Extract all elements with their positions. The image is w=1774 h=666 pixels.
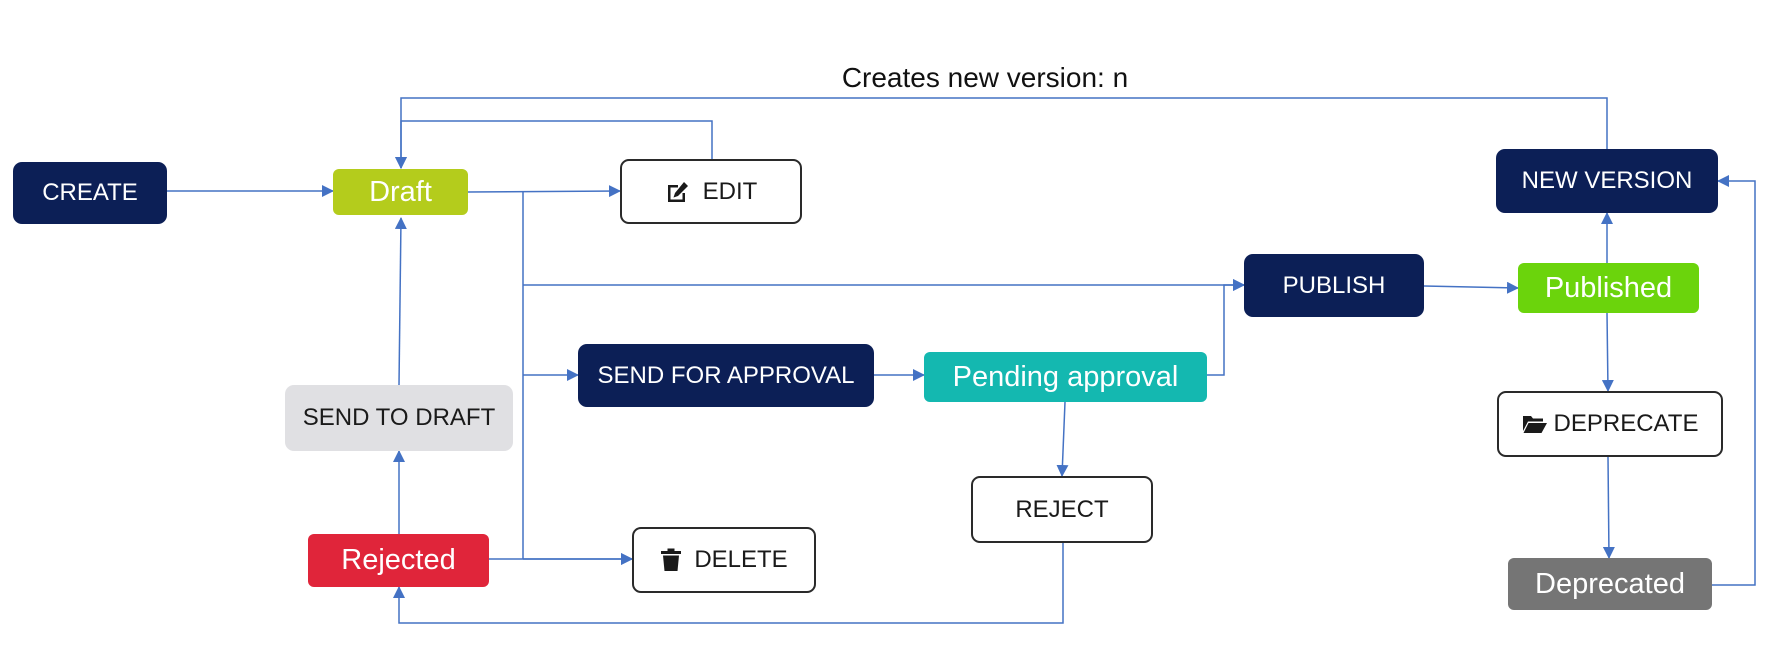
new-version-label: NEW VERSION xyxy=(1521,167,1693,194)
edge-reject-rejected xyxy=(393,543,1064,624)
edge-deprecate-deprecated xyxy=(1602,456,1615,559)
rejected-state: Rejected xyxy=(308,534,489,587)
draft-state: Draft xyxy=(333,169,468,215)
diagram-title: Creates new version: n xyxy=(841,62,1129,93)
delete-label: DELETE xyxy=(694,546,788,573)
edit-icon xyxy=(665,180,691,204)
published-label: Published xyxy=(1544,271,1673,304)
pending-approval-state: Pending approval xyxy=(924,352,1207,402)
rejected-label: Rejected xyxy=(341,544,456,576)
published-state: Published xyxy=(1518,263,1699,313)
folder-open-icon xyxy=(1522,413,1548,435)
deprecate-label: DEPRECATE xyxy=(1553,410,1699,437)
deprecate-action[interactable]: DEPRECATE xyxy=(1497,391,1723,457)
trash-icon xyxy=(660,548,682,572)
send-to-draft-label: SEND TO DRAFT xyxy=(302,404,496,431)
edge-pending-publish xyxy=(1207,279,1245,376)
edge-published-deprecate xyxy=(1601,312,1614,392)
create-action[interactable]: CREATE xyxy=(13,162,167,224)
reject-action[interactable]: REJECT xyxy=(971,476,1153,543)
deprecated-label: Deprecated xyxy=(1535,567,1685,600)
edit-label: EDIT xyxy=(702,177,758,205)
publish-action[interactable]: PUBLISH xyxy=(1244,254,1424,317)
send-to-draft-action[interactable]: SEND TO DRAFT xyxy=(285,385,513,451)
edge-publish-published xyxy=(1423,281,1519,294)
deprecated-state: Deprecated xyxy=(1508,558,1712,610)
draft-label: Draft xyxy=(369,175,432,208)
create-label: CREATE xyxy=(42,179,138,206)
reject-label: REJECT xyxy=(1015,495,1109,523)
send-for-approval-label: SEND FOR APPROVAL xyxy=(597,361,855,389)
edge-newversion-draft xyxy=(395,97,1608,169)
pending-approval-label: Pending approval xyxy=(952,360,1179,393)
edge-pending-reject xyxy=(1056,401,1069,477)
publish-label: PUBLISH xyxy=(1282,271,1386,299)
edge-draft-edit xyxy=(467,185,621,198)
new-version-action[interactable]: NEW VERSION xyxy=(1496,149,1718,213)
delete-action[interactable]: DELETE xyxy=(632,527,816,593)
edit-action[interactable]: EDIT xyxy=(620,159,802,224)
edge-sendtodraft-draft xyxy=(394,217,407,386)
edge-deprecated-newversion xyxy=(1712,175,1756,586)
send-for-approval-action[interactable]: SEND FOR APPROVAL xyxy=(578,344,874,407)
